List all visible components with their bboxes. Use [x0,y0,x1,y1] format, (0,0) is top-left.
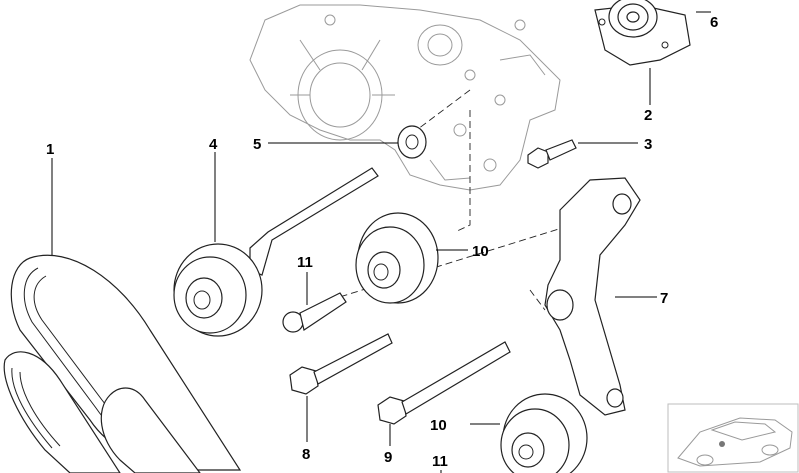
callout-5: 5 [253,136,261,153]
callout-9: 9 [384,449,392,466]
callout-10-upper: 10 [472,243,489,260]
mounting-bracket [544,177,641,416]
callout-4: 4 [209,136,218,153]
engine-block [249,4,561,191]
callout-7: 7 [660,290,668,307]
callout-3: 3 [644,136,652,153]
callout-labels: 1 2 3 4 5 6 7 8 9 10 10 11 11 [46,14,718,470]
bolt-small [527,139,577,169]
callout-11-upper: 11 [297,254,313,271]
callout-10-lower: 10 [430,417,447,434]
long-bolt-8 [289,333,393,395]
car-icon [667,403,799,473]
callout-8: 8 [302,446,310,463]
spacer-washer [397,125,427,159]
idler-pulley-with-bolt [173,167,379,337]
callout-1: 1 [46,141,54,158]
long-bolt-9 [377,341,511,425]
callout-6: 6 [710,14,718,31]
drive-belt [3,254,242,473]
cap-screw-upper [282,292,347,333]
leader-lines [51,11,711,473]
callout-11-lower: 11 [432,453,448,470]
belt-tensioner [594,0,691,66]
callout-2: 2 [644,107,652,124]
idler-pulley-upper [355,212,439,304]
idler-pulley-lower [500,393,588,473]
